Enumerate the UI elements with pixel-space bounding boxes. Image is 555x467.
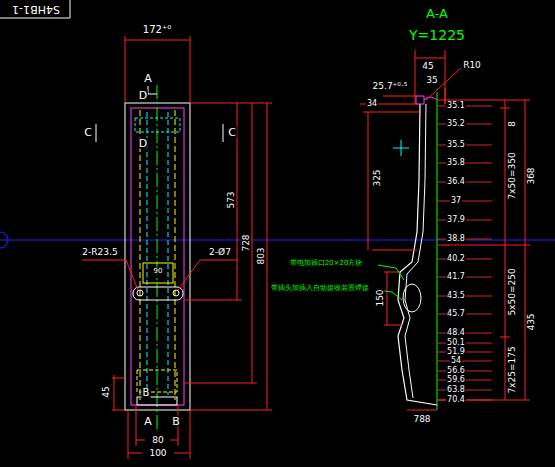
ordinate-value: 70.4 [446, 396, 466, 404]
ordinate-value: 37.9 [446, 216, 466, 224]
section-letter: D [138, 138, 148, 149]
section-letter: B [142, 388, 151, 398]
ordinate-value: 35.8 [446, 159, 466, 167]
ordinate-value: 56.6 [446, 367, 466, 375]
dimension: 45 [421, 62, 434, 71]
ordinate-value: 54 [450, 357, 462, 365]
dimension: 35 [425, 76, 438, 85]
dimension: 803 [257, 246, 266, 265]
dimension: 325 [373, 168, 382, 187]
section-letter: B [171, 416, 181, 427]
ordinate-value: 35.2 [446, 120, 466, 128]
ordinate-value: 45.7 [446, 310, 466, 318]
dimension: 25.7⁺⁰·⁵ [372, 82, 409, 91]
callout: 2-Ø7 [208, 248, 232, 257]
ordinate-value: 35.5 [446, 141, 466, 149]
dimension: 34 [366, 100, 378, 108]
dimension: 5x50=250 [508, 267, 517, 316]
dimension: 573 [227, 190, 236, 209]
ordinate-value: 36.4 [446, 178, 466, 186]
dimension: R10 [462, 61, 482, 70]
ordinate-value: 59.6 [446, 376, 466, 384]
ordinate-value: 35.1 [446, 102, 466, 110]
ordinate-value: 51.9 [446, 348, 466, 356]
dimension: 435 [527, 312, 536, 331]
ordinate-value: 63.8 [446, 386, 466, 394]
dimension: 80 [151, 436, 164, 445]
dimension: 172⁺⁰ [142, 25, 172, 35]
ordinate-value: 41.7 [446, 273, 466, 281]
drawing-number: S4HB1-1 [11, 4, 61, 15]
dimension: 100 [148, 449, 167, 458]
view-title: Y=1225 [408, 28, 466, 42]
view-title: A-A [425, 7, 449, 20]
dimension: 45 [102, 385, 111, 398]
ordinate-value: 50.1 [446, 339, 466, 347]
section-letter: A [143, 416, 153, 427]
ordinate-line [437, 361, 492, 362]
note: 带插头加插入自动接收装置焊接 [270, 285, 370, 292]
section-letter: C [227, 127, 237, 138]
ordinate-value: 48.4 [446, 329, 466, 337]
section-letter: A [143, 73, 153, 84]
ordinate-value: 43.5 [446, 292, 466, 300]
ordinate-line [437, 201, 492, 202]
dimension: 728 [242, 233, 251, 252]
dimension: 788 [412, 415, 431, 424]
ordinate-value: 37 [450, 197, 462, 205]
dimension: 7x50=350 [508, 151, 517, 200]
dimension: 150 [376, 288, 385, 307]
ordinate-value: 38.8 [446, 235, 466, 243]
dimension: 7x25=175 [508, 345, 517, 394]
dimension: 368 [527, 166, 536, 185]
dimension: 90 [153, 268, 164, 275]
section-letter: C [83, 127, 93, 138]
dimension: 8 [508, 120, 517, 128]
note: 带电加插口20×20方块 [289, 260, 364, 267]
section-letter: D [138, 90, 148, 101]
ordinate-value: 40.2 [446, 255, 466, 263]
callout: 2-R23.5 [81, 248, 118, 257]
